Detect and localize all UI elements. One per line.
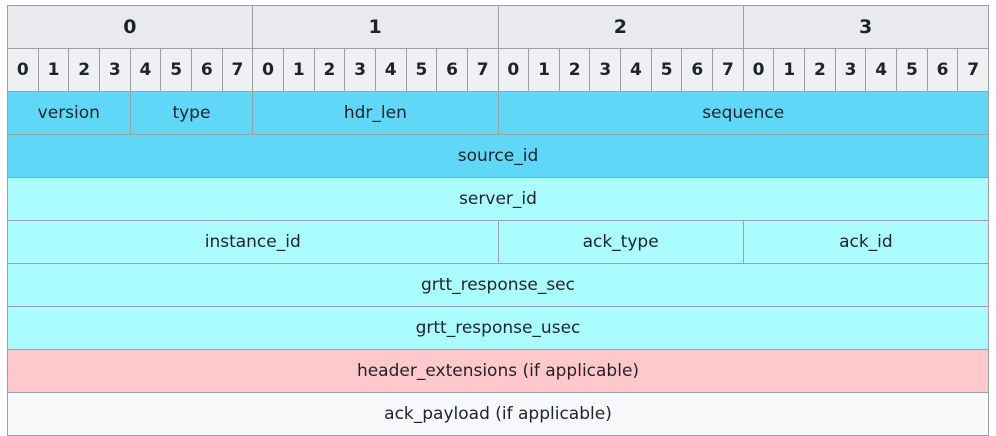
- field-ack-id: ack_id: [742, 220, 990, 264]
- bit-index-cell: 2: [804, 48, 836, 92]
- field-hdr-len: hdr_len: [252, 91, 499, 135]
- bit-index-cell: 1: [528, 48, 560, 92]
- bit-index-cell: 7: [221, 48, 254, 92]
- bit-index-cell: 4: [620, 48, 652, 92]
- field-grtt-response-sec: grtt_response_sec: [7, 263, 989, 307]
- bit-index-cell: 0: [252, 48, 284, 92]
- packet-field-row: grtt_response_sec: [7, 263, 989, 307]
- byte-index-3: 3: [742, 5, 990, 49]
- bit-index-cell: 6: [926, 48, 959, 92]
- bit-index-cell: 1: [282, 48, 315, 92]
- bit-index-cell: 4: [865, 48, 898, 92]
- bit-index-cell: 5: [405, 48, 438, 92]
- bit-index-cell: 6: [681, 48, 714, 92]
- bit-index-cell: 6: [436, 48, 468, 92]
- byte-index-0: 0: [6, 5, 254, 49]
- bit-index-cell: 4: [374, 48, 407, 92]
- bit-index-cell: 2: [313, 48, 346, 92]
- bit-index-cell: 0: [497, 48, 530, 92]
- bit-index-cell: 0: [7, 48, 39, 92]
- field-sequence: sequence: [497, 91, 989, 135]
- bit-index-cell: 1: [773, 48, 806, 92]
- packet-field-row: server_id: [7, 177, 989, 221]
- bit-index-cell: 5: [650, 48, 683, 92]
- bit-index-cell: 4: [129, 48, 162, 92]
- field-type: type: [129, 91, 254, 135]
- field-source-id: source_id: [7, 134, 989, 178]
- field-server-id: server_id: [7, 177, 989, 221]
- bit-index-cell: 0: [742, 48, 775, 92]
- bit-index-cell: 2: [558, 48, 591, 92]
- byte-index-2: 2: [497, 5, 744, 49]
- packet-field-row: grtt_response_usec: [7, 306, 989, 350]
- field-header-extensions: header_extensions (if applicable): [7, 349, 989, 393]
- field-version: version: [7, 91, 131, 135]
- bit-index-cell: 1: [37, 48, 70, 92]
- bit-index-cell: 3: [98, 48, 131, 92]
- packet-field-row: source_id: [7, 134, 989, 178]
- bit-index-cell: 2: [68, 48, 100, 92]
- field-instance-id: instance_id: [7, 220, 499, 264]
- packet-field-row: ack_payload (if applicable): [7, 392, 989, 436]
- packet-field-row: header_extensions (if applicable): [7, 349, 989, 393]
- bit-index-cell: 3: [589, 48, 622, 92]
- bit-index-cell: 3: [834, 48, 867, 92]
- bit-index-cell: 7: [712, 48, 744, 92]
- bit-index-cell: 5: [896, 48, 928, 92]
- bit-index-cell: 7: [957, 48, 989, 92]
- field-ack-type: ack_type: [497, 220, 744, 264]
- bit-index-cell: 5: [160, 48, 192, 92]
- field-ack-payload: ack_payload (if applicable): [7, 392, 989, 436]
- bit-index-cell: 6: [190, 48, 223, 92]
- field-grtt-response-usec: grtt_response_usec: [7, 306, 989, 350]
- bit-index-cell: 7: [466, 48, 499, 92]
- byte-index-1: 1: [252, 5, 499, 49]
- bit-index-cell: 3: [344, 48, 376, 92]
